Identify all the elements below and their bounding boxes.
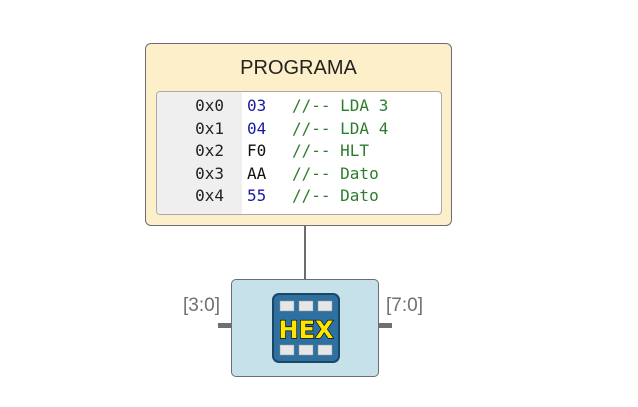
code-line: 55 //-- Dato bbox=[247, 185, 441, 208]
hex-icon: HEX bbox=[272, 293, 340, 363]
programa-block[interactable]: PROGRAMA 0x0 0x1 0x2 0x3 0x4 03 //-- LDA … bbox=[145, 43, 452, 226]
connection-wire bbox=[304, 226, 306, 279]
code-value: 55 bbox=[247, 186, 267, 205]
code-value: AA bbox=[247, 163, 267, 183]
code-value: 04 bbox=[247, 118, 267, 138]
code-comment: //-- LDA 4 bbox=[292, 118, 389, 138]
address-cell: 0x0 bbox=[195, 96, 224, 115]
programa-title: PROGRAMA bbox=[240, 57, 357, 79]
code-line: 04 //-- LDA 4 bbox=[247, 118, 441, 141]
program-listing[interactable]: 0x0 0x1 0x2 0x3 0x4 03 //-- LDA 3 04 //-- … bbox=[156, 91, 442, 215]
code-comment: //-- Dato bbox=[292, 186, 379, 205]
code-comment: //-- LDA 3 bbox=[292, 96, 389, 115]
output-port-label: [7:0] bbox=[386, 295, 423, 316]
address-cell: 0x1 bbox=[195, 118, 224, 138]
address-column: 0x0 0x1 0x2 0x3 0x4 bbox=[157, 92, 242, 214]
code-value: F0 bbox=[247, 141, 267, 160]
input-pin[interactable] bbox=[218, 323, 231, 328]
output-pin[interactable] bbox=[379, 323, 392, 328]
code-comment: //-- Dato bbox=[292, 163, 379, 183]
code-value: 03 bbox=[247, 96, 267, 115]
code-line: F0 //-- HLT bbox=[247, 140, 441, 163]
address-cell: 0x2 bbox=[195, 141, 224, 160]
hex-block[interactable]: HEX bbox=[231, 279, 379, 377]
input-port-label: [3:0] bbox=[183, 295, 220, 316]
address-cell: 0x4 bbox=[195, 186, 224, 205]
code-line: AA //-- Dato bbox=[247, 163, 441, 186]
code-comment: //-- HLT bbox=[292, 141, 370, 160]
address-cell: 0x3 bbox=[195, 163, 224, 183]
code-column: 03 //-- LDA 3 04 //-- LDA 4 F0 //-- HLT AA /… bbox=[242, 92, 441, 214]
code-line: 03 //-- LDA 3 bbox=[247, 95, 441, 118]
hex-icon-text: HEX bbox=[279, 316, 334, 344]
